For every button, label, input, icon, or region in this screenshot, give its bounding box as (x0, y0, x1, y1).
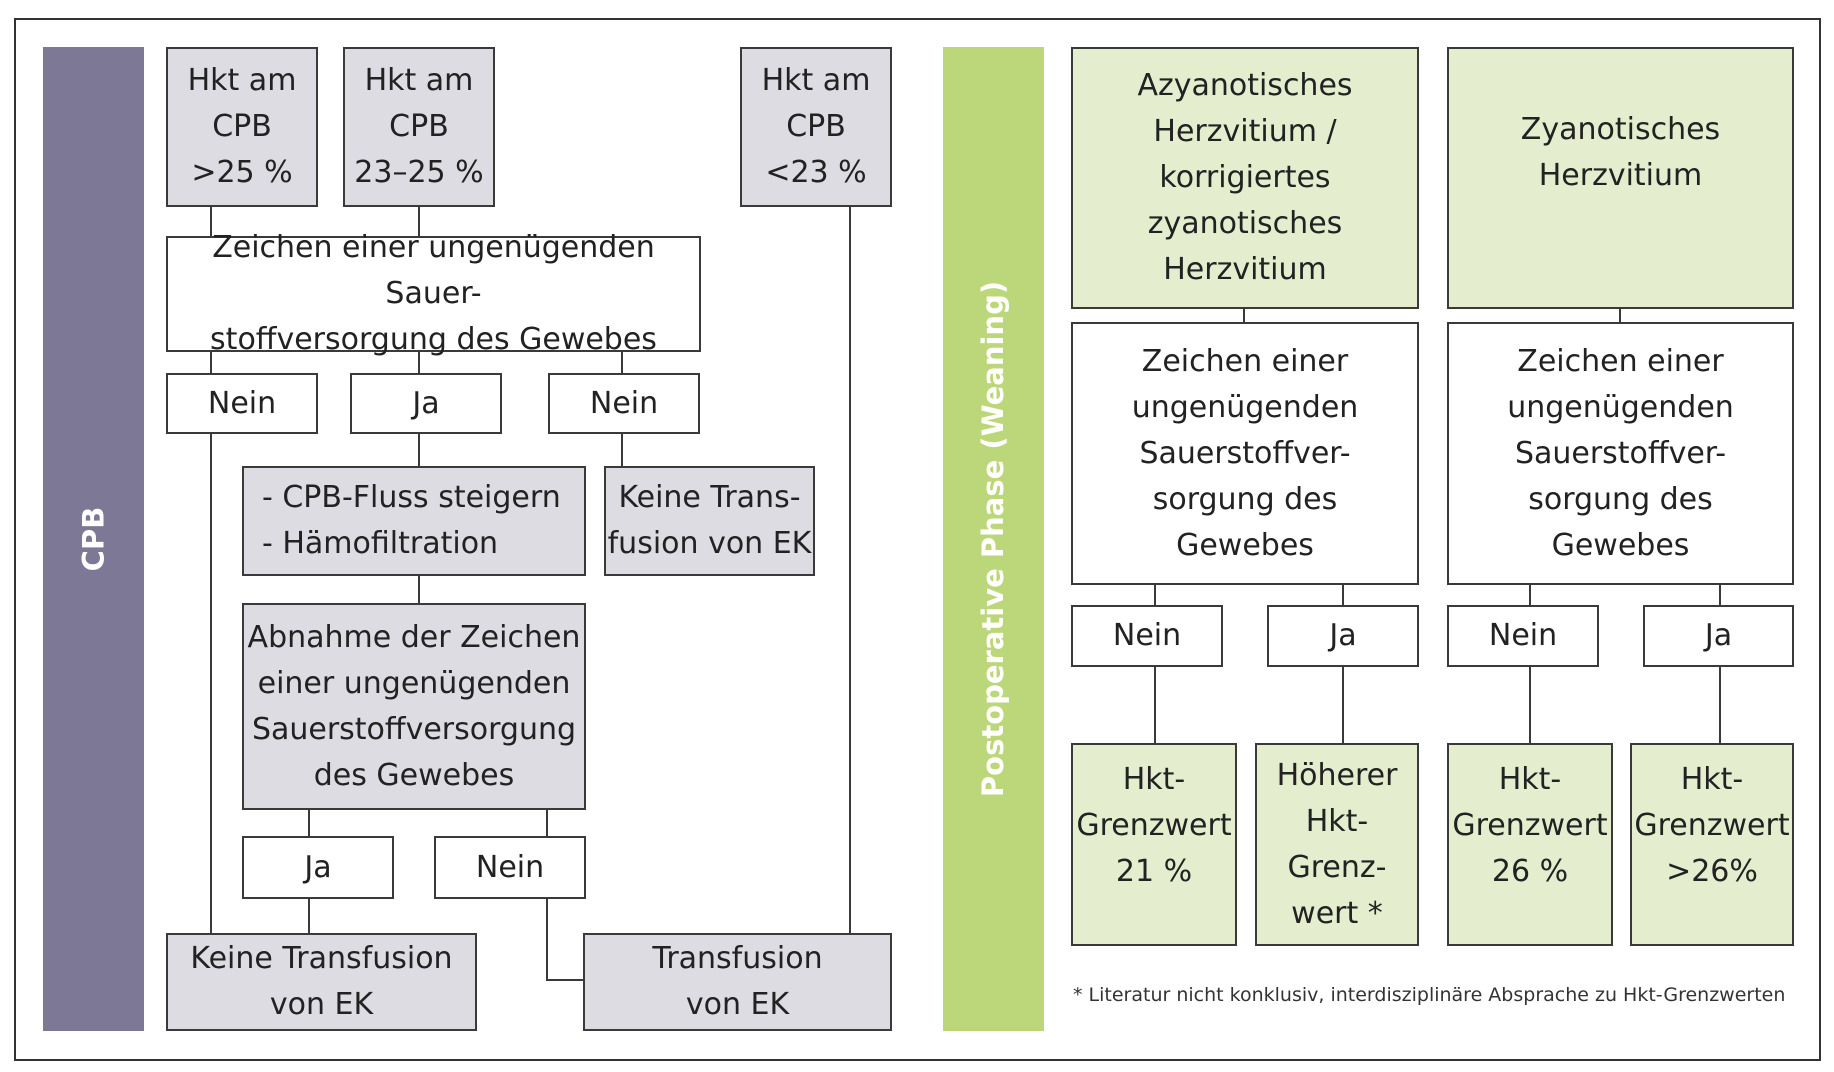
signs-question-box: Zeichen einer ungenügenden Sauer- stoffv… (166, 230, 701, 357)
nein-1-box: Nein (1071, 605, 1223, 667)
nein-bottom-box: Nein (434, 836, 586, 899)
no-transfusion-box: Keine Transfusion von EK (166, 933, 477, 1031)
outer-frame (14, 18, 1821, 1061)
ja-bottom-box: Ja (242, 836, 394, 899)
hkt-high-box: Hkt am CPB >25 % (166, 47, 318, 207)
hkt-low-box: Hkt am CPB <23 % (740, 47, 892, 207)
acyanotic-box: Azyanotisches Herzvitium / korrigiertes … (1071, 47, 1419, 309)
threshold-26-box: Hkt- Grenzwert 26 % (1447, 743, 1613, 946)
ja-1-box: Ja (1267, 605, 1419, 667)
nein-right-box: Nein (548, 373, 700, 434)
cyanotic-box: Zyanotisches Herzvitium (1447, 47, 1794, 309)
cpb-sidebar-label: CPB (76, 506, 111, 572)
decrease-signs-box: Abnahme der Zeichen einer ungenügenden S… (242, 603, 586, 810)
hkt-mid-box: Hkt am CPB 23–25 % (343, 47, 495, 207)
connector (546, 899, 583, 981)
footnote: * Literatur nicht konklusiv, interdiszip… (1073, 984, 1786, 1006)
threshold-gt26-box: Hkt- Grenzwert >26% (1630, 743, 1794, 946)
weaning-sidebar: Postoperative Phase (Weaning) (943, 47, 1044, 1031)
nein-left-box: Nein (166, 373, 318, 434)
weaning-sidebar-label: Postoperative Phase (Weaning) (976, 280, 1011, 798)
threshold-21-box: Hkt- Grenzwert 21 % (1071, 743, 1237, 946)
no-transfusion-short-box: Keine Trans- fusion von EK (604, 466, 815, 576)
signs-right-box: Zeichen einer ungenügenden Sauerstoffver… (1447, 322, 1794, 585)
ja-2-box: Ja (1643, 605, 1794, 667)
cpb-sidebar: CPB (43, 47, 144, 1031)
threshold-higher-box: Höherer Hkt- Grenz- wert * (1255, 743, 1419, 946)
measures-box: - CPB-Fluss steigern - Hämofiltration (242, 466, 586, 576)
nein-2-box: Nein (1447, 605, 1599, 667)
transfusion-box: Transfusion von EK (583, 933, 892, 1031)
ja-mid-box: Ja (350, 373, 502, 434)
signs-left-box: Zeichen einer ungenügenden Sauerstoffver… (1071, 322, 1419, 585)
